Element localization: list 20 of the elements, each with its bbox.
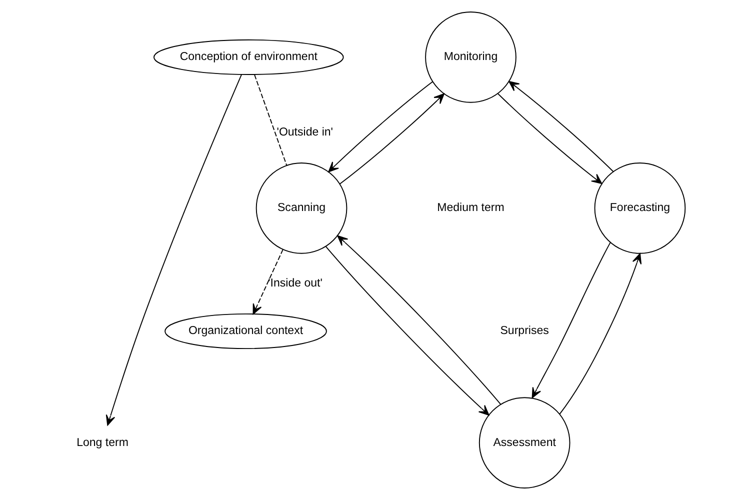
node-ellipse: Organizational context (164, 313, 326, 350)
arrow (252, 249, 283, 314)
label: Surprises (500, 325, 548, 338)
label: Medium term (436, 202, 504, 214)
node-ellipse: Conception of environment (152, 39, 344, 75)
node-circle: Monitoring (424, 12, 516, 103)
edge-label: 'Outside in' (276, 126, 333, 139)
arrow (496, 93, 602, 184)
arrow (105, 74, 242, 426)
connector (254, 74, 287, 166)
arrow (558, 253, 642, 415)
arrow (324, 246, 489, 416)
node-text: Long term (76, 436, 128, 449)
edge-label: 'Inside out' (268, 278, 322, 290)
arrow (338, 93, 444, 184)
arrow (336, 235, 501, 405)
arrow (531, 242, 610, 398)
arrow (328, 81, 432, 172)
arrow (508, 81, 614, 172)
node-circle: Forecasting (594, 162, 686, 254)
